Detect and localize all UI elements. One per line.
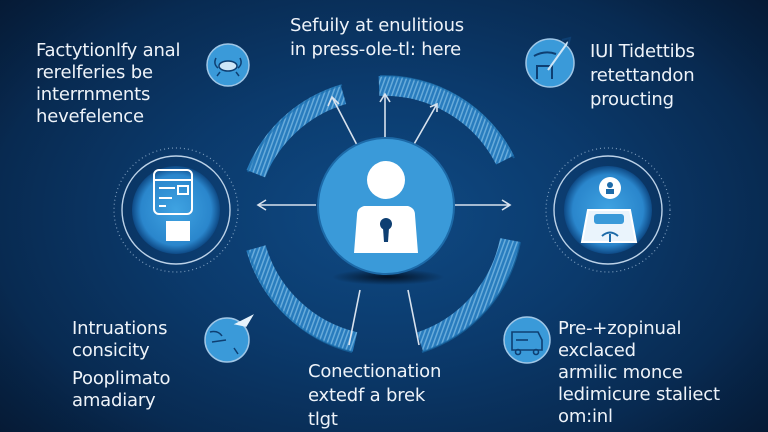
text-line: om:inl: [558, 406, 613, 427]
right-device-node[interactable]: [545, 147, 671, 273]
text-line: exclaced: [558, 340, 636, 361]
arrow-up-right: [412, 103, 438, 147]
text-line: Pooplimato: [72, 368, 171, 389]
text-line: rerelferies be: [36, 62, 153, 83]
text-line: Factytionlfy anal: [36, 40, 181, 61]
text-line: Sefuily at enulitious: [290, 15, 464, 36]
text-block-bottom-center: Conectionation extedf a brek tlgt: [308, 360, 441, 432]
center-user-node[interactable]: [317, 137, 455, 275]
text-block-bottom-left: Intruations consicity Pooplimato amadiar…: [72, 318, 171, 412]
text-line: hevefelence: [36, 106, 144, 127]
text-line: in press-ole-tl: here: [290, 39, 462, 60]
text-line: amadiary: [72, 390, 156, 411]
text-line: extedf a brek: [308, 385, 426, 406]
text-line: retettandon: [590, 65, 695, 86]
top-right-badge[interactable]: [525, 36, 575, 88]
text-line: Conectionation: [308, 361, 442, 382]
ring-arc-bottom-left: [246, 245, 358, 352]
text-block-top-left: Factytionlfy anal rerelferies be interrn…: [36, 40, 180, 128]
text-line: tlgt: [308, 409, 338, 430]
text-block-top-right: IUI Tidettibs retettandon proucting: [590, 40, 695, 112]
text-block-top-center: Sefuily at enulitious in press-ole-tl: h…: [290, 14, 464, 62]
arrow-down-right: [407, 289, 420, 346]
text-line: consicity: [72, 340, 150, 361]
text-line: interrnments: [36, 84, 151, 105]
text-line: proucting: [590, 89, 674, 110]
bottom-left-badge[interactable]: [204, 314, 254, 363]
text-line: Pre-+zopinual: [558, 318, 682, 339]
bottom-right-badge[interactable]: [503, 316, 551, 364]
text-line: armilic monce: [558, 362, 683, 383]
text-line: ledimicure staliect: [558, 384, 720, 405]
text-line: IUI Tidettibs: [590, 41, 695, 62]
top-left-badge[interactable]: [206, 43, 250, 87]
text-line: Intruations: [72, 318, 168, 339]
left-document-node[interactable]: [113, 147, 239, 273]
text-block-bottom-right: Pre-+zopinual exclaced armilic monce led…: [558, 318, 720, 428]
